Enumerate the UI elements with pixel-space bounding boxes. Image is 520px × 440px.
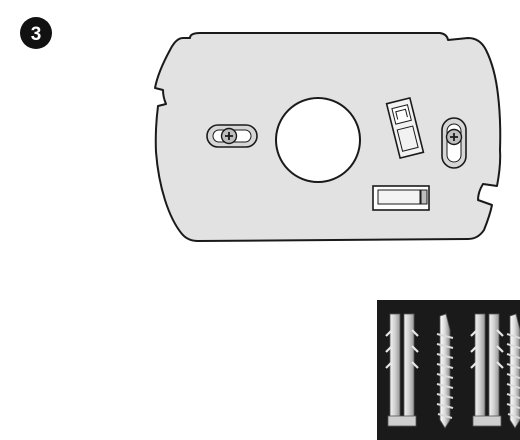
phillips-icon — [450, 133, 458, 141]
rj-jack-contacts — [395, 108, 408, 120]
connector-tab — [420, 189, 428, 205]
rj-jack-lower — [396, 125, 419, 152]
step-number: 3 — [31, 24, 42, 45]
screw-icon — [506, 313, 520, 429]
left-slot-screw — [206, 124, 258, 148]
phillips-icon — [225, 132, 233, 140]
center-opening — [275, 97, 361, 183]
rj-jack — [385, 96, 425, 160]
step-badge: 3 — [20, 17, 52, 49]
screw-icon — [436, 313, 454, 429]
wall-anchor-icon — [470, 313, 504, 427]
mounting-plate — [154, 32, 502, 242]
hardware-kit — [377, 300, 520, 440]
rj-jack-port — [391, 104, 412, 125]
connector-inner — [377, 189, 421, 205]
bottom-connector — [372, 185, 430, 211]
step-badge-circle — [20, 17, 52, 49]
wall-anchor-icon — [385, 313, 419, 427]
right-slot-screw — [441, 117, 467, 169]
